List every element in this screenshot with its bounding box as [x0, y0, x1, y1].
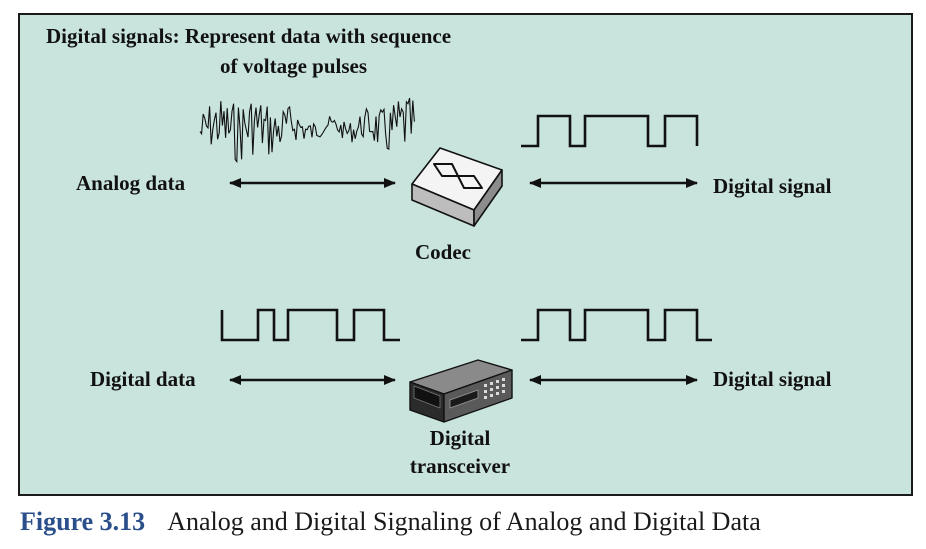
figure-caption: Figure 3.13 Analog and Digital Signaling … — [20, 507, 761, 537]
codec-label: Codec — [415, 240, 471, 264]
diagram-panel — [18, 13, 913, 496]
transceiver-label-line-1: Digital — [429, 426, 491, 450]
analog-data-label: Analog data — [76, 171, 186, 195]
digital-data-label: Digital data — [90, 367, 196, 391]
digital-transceiver-icon — [409, 359, 513, 423]
transceiver-label-line-2: transceiver — [409, 454, 511, 478]
figure-title: Analog and Digital Signaling of Analog a… — [167, 507, 761, 536]
heading-line-2: of voltage pulses — [220, 54, 367, 78]
heading-line-1: Digital signals: Represent data with seq… — [46, 24, 452, 48]
square-wave-icon — [521, 308, 712, 342]
square-wave-icon — [220, 308, 400, 342]
top-digital-signal-label: Digital signal — [713, 174, 832, 198]
square-wave-icon — [521, 114, 699, 148]
codec-icon — [411, 147, 503, 227]
figure-number: Figure 3.13 — [20, 507, 146, 536]
bottom-digital-signal-label: Digital signal — [713, 367, 832, 391]
analog-waveform-icon — [199, 97, 415, 164]
